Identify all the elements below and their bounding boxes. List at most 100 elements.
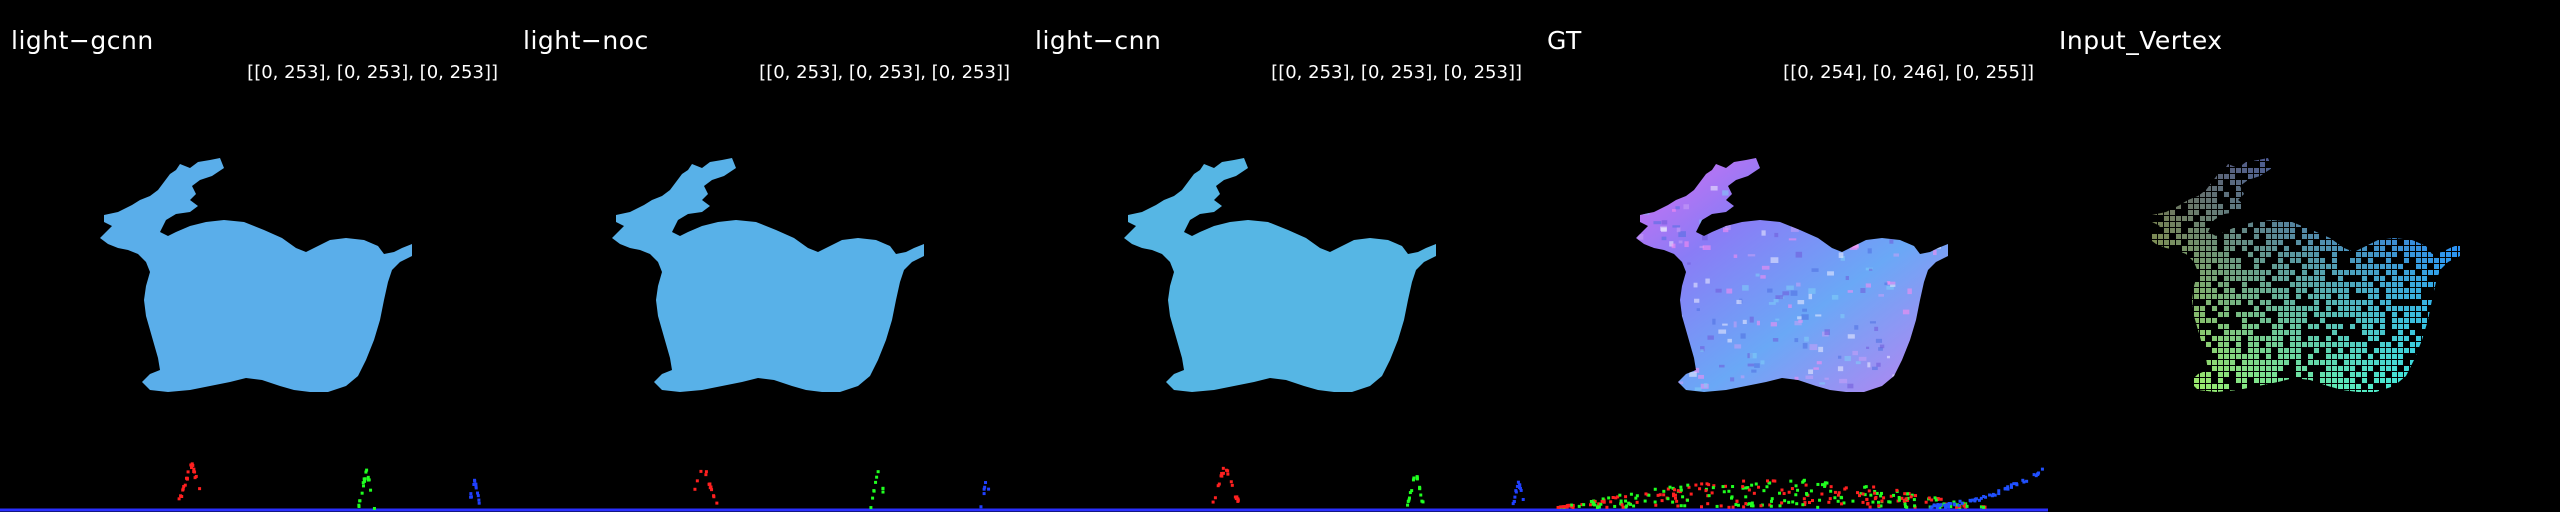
histogram-point xyxy=(186,470,190,474)
histogram-point xyxy=(1795,502,1799,506)
histogram-point xyxy=(1420,499,1424,503)
histogram-point xyxy=(1997,489,2001,493)
histogram-point xyxy=(987,487,991,491)
histogram-point xyxy=(1666,487,1670,491)
histogram-point xyxy=(361,481,365,485)
histogram-point xyxy=(1933,496,1937,500)
histogram-point xyxy=(1816,505,1820,509)
histogram-point xyxy=(1577,504,1581,508)
histogram-point xyxy=(1722,490,1726,494)
histogram-point xyxy=(1927,496,1931,500)
histogram-point xyxy=(1620,503,1624,507)
histogram-point xyxy=(1658,493,1662,497)
histogram-point xyxy=(1930,505,1934,509)
histogram-point xyxy=(1419,493,1423,497)
histogram-point xyxy=(1936,497,1940,501)
histogram-point xyxy=(1614,496,1618,500)
histogram-point xyxy=(365,468,369,472)
histogram-point xyxy=(704,473,708,477)
color-histogram xyxy=(2048,440,2560,512)
panel-title: light−cnn xyxy=(1035,26,1162,55)
histogram-point xyxy=(1924,500,1928,504)
histogram-point xyxy=(1768,503,1772,507)
histogram-point xyxy=(1757,485,1761,489)
histogram-point xyxy=(712,494,716,498)
histogram-point xyxy=(1595,505,1599,509)
histogram-point xyxy=(1971,498,1975,502)
histogram-point xyxy=(183,483,187,487)
histogram-point xyxy=(1752,491,1756,495)
histogram-point xyxy=(1939,503,1943,507)
histogram-point xyxy=(1643,499,1647,503)
histogram-point xyxy=(1672,494,1676,498)
histogram-point xyxy=(1984,495,1988,499)
histogram-point xyxy=(1216,484,1220,488)
panel-title: light−gcnn xyxy=(11,26,154,55)
value-range-label: [[0, 254], [0, 246], [0, 255]] xyxy=(1783,62,2034,83)
histogram-point xyxy=(2037,471,2041,475)
histogram-point xyxy=(1567,503,1571,507)
histogram-point xyxy=(1602,500,1606,504)
histogram-point xyxy=(1780,488,1784,492)
histogram-point xyxy=(1787,490,1791,494)
histogram-point xyxy=(364,470,368,474)
histogram-point xyxy=(1517,486,1521,490)
histogram-point xyxy=(1833,496,1837,500)
histogram-point xyxy=(1903,502,1907,506)
histogram-point xyxy=(1410,489,1414,493)
histogram-point xyxy=(2012,482,2016,486)
histogram-point xyxy=(1518,483,1522,487)
histogram-point xyxy=(1861,492,1865,496)
histogram-point xyxy=(1731,485,1735,489)
histogram-point xyxy=(1415,475,1419,479)
histogram-point xyxy=(477,498,481,502)
histogram-point xyxy=(1982,495,1986,499)
histogram-point xyxy=(1727,505,1731,509)
histogram-point xyxy=(1809,489,1813,493)
histogram-point xyxy=(2006,485,2010,489)
histogram-point xyxy=(1875,491,1879,495)
histogram-point xyxy=(1406,499,1410,503)
histogram-point xyxy=(1727,489,1731,493)
histogram-point xyxy=(1609,500,1613,504)
histogram-point xyxy=(363,477,367,481)
value-range-label: [[0, 253], [0, 253], [0, 253]] xyxy=(247,62,498,83)
histogram-point xyxy=(1771,479,1775,483)
histogram-point xyxy=(1654,503,1658,507)
histogram-point xyxy=(1807,501,1811,505)
histogram-point xyxy=(1744,486,1748,490)
histogram-point xyxy=(1635,494,1639,498)
histogram-point xyxy=(1748,502,1752,506)
histogram-point xyxy=(1880,499,1884,503)
panel-4: GT[[0, 254], [0, 246], [0, 255]] xyxy=(1536,0,2048,512)
histogram-point xyxy=(469,492,473,496)
histogram-point xyxy=(1679,485,1683,489)
histogram-point xyxy=(881,490,885,494)
histogram-point xyxy=(1226,472,1230,476)
histogram-point xyxy=(1934,498,1938,502)
histogram-point xyxy=(1818,498,1822,502)
histogram-point xyxy=(1770,497,1774,501)
histogram-point xyxy=(2034,474,2038,478)
histogram-point xyxy=(1948,504,1952,508)
histogram-point xyxy=(1624,495,1628,499)
histogram-point xyxy=(1746,486,1750,490)
histogram-point xyxy=(1843,487,1847,491)
histogram-point xyxy=(1653,487,1657,491)
histogram-point xyxy=(1837,491,1841,495)
histogram-point xyxy=(1796,488,1800,492)
histogram-point xyxy=(1563,505,1567,509)
histogram-point xyxy=(1828,497,1832,501)
histogram-point xyxy=(1408,491,1412,495)
histogram-point xyxy=(1930,498,1934,502)
histogram-point xyxy=(1571,503,1575,507)
histogram-point xyxy=(1744,502,1748,506)
histogram-point xyxy=(1879,494,1883,498)
histogram-point xyxy=(1879,491,1883,495)
color-histogram xyxy=(1536,467,2048,512)
histogram-point xyxy=(1599,502,1603,506)
histogram-point xyxy=(1627,501,1631,505)
histogram-point xyxy=(1912,498,1916,502)
histogram-point xyxy=(1734,503,1738,507)
histogram-point xyxy=(1514,490,1518,494)
